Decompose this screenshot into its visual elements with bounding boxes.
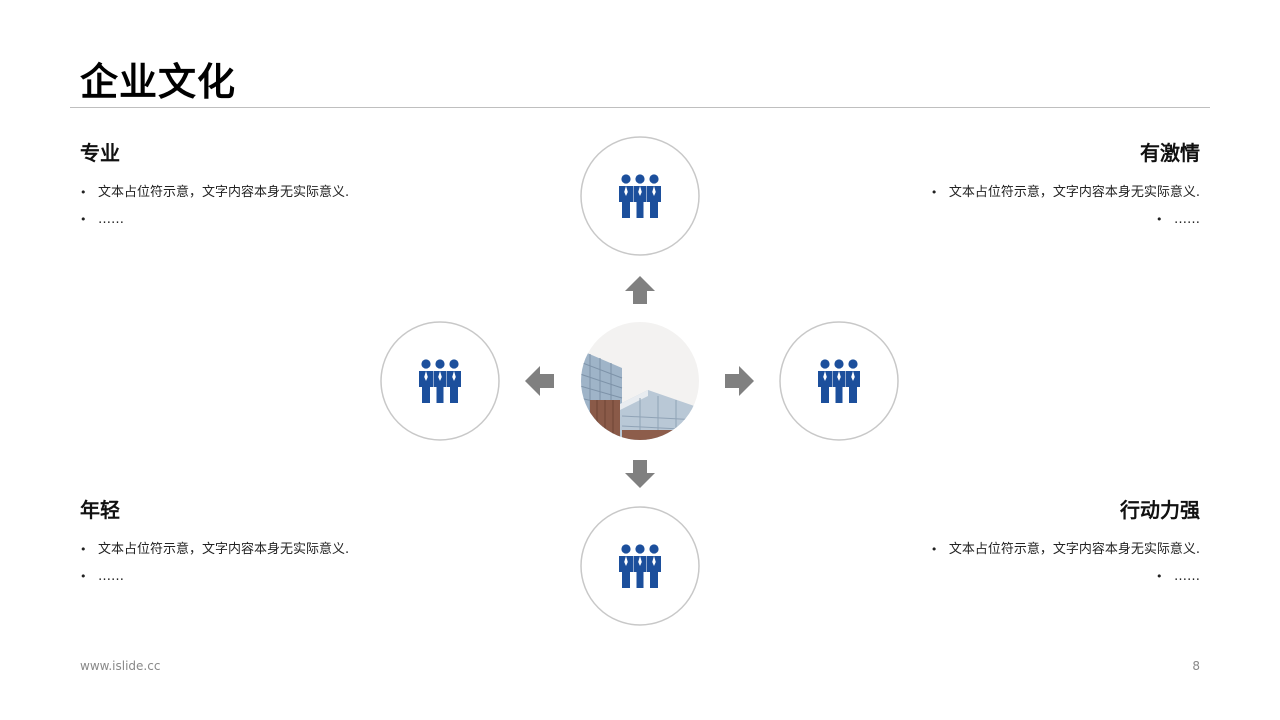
bullet-dot-icon: • xyxy=(80,543,87,556)
bullet-item: • 文本占位符示意，文字内容本身无实际意义. xyxy=(80,536,410,563)
bullet-text: …… xyxy=(1174,569,1200,584)
bullet-dot-icon: • xyxy=(930,543,938,556)
team-node-bottom xyxy=(580,506,700,626)
page-number: 8 xyxy=(1192,659,1200,673)
arrow-icon-down xyxy=(625,460,655,488)
culture-block-top-right: 有激情 • 文本占位符示意，文字内容本身无实际意义. • …… xyxy=(870,139,1200,233)
title-divider xyxy=(70,107,1210,108)
block-heading: 年轻 xyxy=(80,498,120,522)
culture-block-top-left: 专业 • 文本占位符示意，文字内容本身无实际意义. • …… xyxy=(80,139,410,233)
bullet-dot-icon: • xyxy=(1156,570,1163,583)
footer-url: www.islide.cc xyxy=(80,659,161,673)
bullet-text: 文本占位符示意，文字内容本身无实际意义. xyxy=(98,185,350,200)
team-node-left xyxy=(380,321,500,441)
bullet-text: 文本占位符示意，文字内容本身无实际意义. xyxy=(948,542,1200,557)
bullet-item: • …… xyxy=(80,563,410,590)
arrow-icon-up xyxy=(625,276,655,304)
block-heading: 行动力强 xyxy=(1120,498,1200,522)
team-people-icon xyxy=(818,359,860,403)
bullet-item: • …… xyxy=(80,206,410,233)
culture-block-bottom-right: 行动力强 • 文本占位符示意，文字内容本身无实际意义. • …… xyxy=(870,496,1200,590)
block-heading: 专业 xyxy=(80,141,120,165)
bullet-item: • …… xyxy=(870,563,1200,590)
bullet-item: • 文本占位符示意，文字内容本身无实际意义. xyxy=(870,536,1200,563)
bullet-dot-icon: • xyxy=(80,186,87,199)
bullet-dot-icon: • xyxy=(80,213,87,226)
bullet-item: • 文本占位符示意，文字内容本身无实际意义. xyxy=(80,179,410,206)
bullet-item: • 文本占位符示意，文字内容本身无实际意义. xyxy=(870,179,1200,206)
bullet-list: • 文本占位符示意，文字内容本身无实际意义. • …… xyxy=(870,179,1200,233)
bullet-item: • …… xyxy=(870,206,1200,233)
bullet-list: • 文本占位符示意，文字内容本身无实际意义. • …… xyxy=(80,179,410,233)
bullet-text: 文本占位符示意，文字内容本身无实际意义. xyxy=(948,185,1200,200)
team-people-icon xyxy=(619,174,661,218)
slide-title: 企业文化 xyxy=(80,60,237,104)
bullet-list: • 文本占位符示意，文字内容本身无实际意义. • …… xyxy=(870,536,1200,590)
arrow-icon-right xyxy=(725,366,754,396)
arrow-icon-left xyxy=(525,366,554,396)
team-people-icon xyxy=(619,544,661,588)
team-node-top xyxy=(580,136,700,256)
center-building-image xyxy=(581,322,699,440)
team-node-right xyxy=(779,321,899,441)
bullet-dot-icon: • xyxy=(930,186,938,199)
block-heading: 有激情 xyxy=(1140,141,1200,165)
bullet-dot-icon: • xyxy=(1156,213,1163,226)
bullet-text: …… xyxy=(98,569,124,584)
bullet-dot-icon: • xyxy=(80,570,87,583)
bullet-text: …… xyxy=(98,212,124,227)
culture-block-bottom-left: 年轻 • 文本占位符示意，文字内容本身无实际意义. • …… xyxy=(80,496,410,590)
bullet-text: …… xyxy=(1174,212,1200,227)
team-people-icon xyxy=(419,359,461,403)
bullet-text: 文本占位符示意，文字内容本身无实际意义. xyxy=(98,542,350,557)
bullet-list: • 文本占位符示意，文字内容本身无实际意义. • …… xyxy=(80,536,410,590)
